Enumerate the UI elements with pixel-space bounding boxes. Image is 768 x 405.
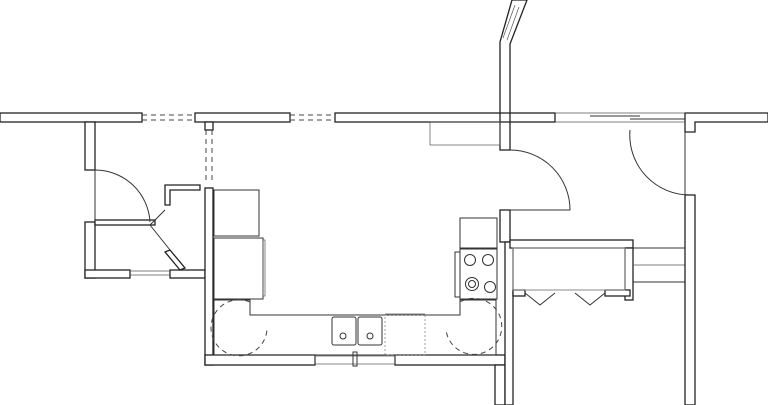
kitchen-walls (204, 121, 514, 405)
burner (484, 281, 496, 293)
upper-cabinet-top (429, 121, 501, 146)
right-hall-wall (684, 194, 696, 405)
stove (454, 248, 498, 300)
dishwasher (384, 313, 426, 356)
door-swing-left-room (94, 169, 151, 223)
window-kitchen-bottom (314, 351, 396, 367)
window-left-room-bottom (130, 270, 170, 276)
hallway-opening-right (633, 247, 690, 283)
bifold-door-left-room (149, 209, 171, 251)
sliding-door-top-right (555, 112, 685, 123)
angled-wall-north (499, 0, 528, 114)
door-swing-kitchen-right (509, 149, 571, 211)
left-room-walls (84, 121, 206, 279)
angled-wall-window (502, 4, 520, 41)
cabinet-right-upper (459, 217, 498, 249)
window-top-center (290, 114, 335, 121)
closet-walls (509, 239, 634, 301)
top-exterior-wall (0, 112, 768, 133)
cabinet-left-upper (213, 189, 260, 237)
counter-u-shape (213, 299, 497, 356)
bifold-door-closet (524, 292, 606, 306)
refrigerator (213, 237, 264, 300)
door-swing-top-right (629, 129, 691, 196)
double-sink (331, 316, 383, 346)
burner (465, 277, 479, 291)
window-top-left (142, 114, 195, 121)
burner (482, 254, 494, 266)
corner-lazy-susan-left (210, 299, 268, 357)
refrigerator-door-handle (262, 239, 266, 297)
burner (464, 254, 476, 266)
corner-lazy-susan-right (445, 297, 503, 355)
